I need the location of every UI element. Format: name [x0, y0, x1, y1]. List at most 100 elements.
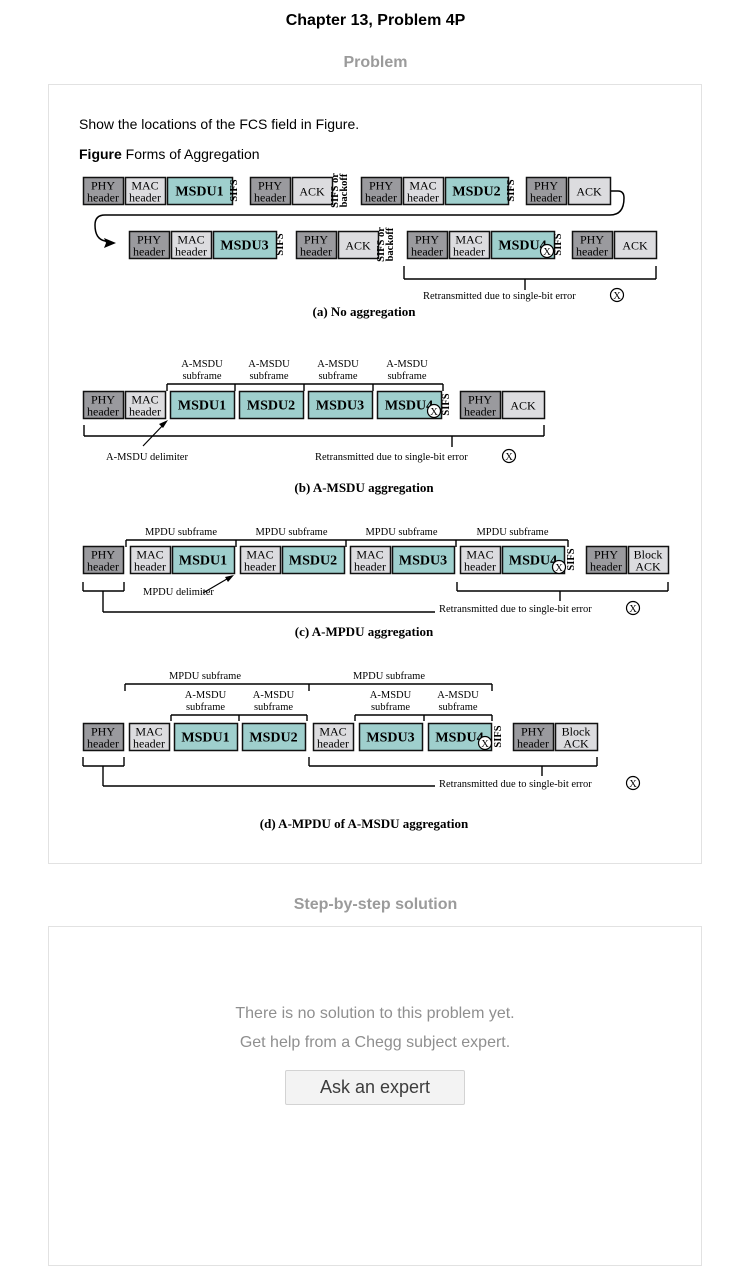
c-phy-header-line2: header [87, 560, 119, 574]
a1-msdu2-label: MSDU2 [452, 185, 500, 200]
figure-title: Forms of Aggregation [125, 146, 260, 162]
a-retransmitted: Retransmitted due to single-bit error [423, 291, 576, 302]
a2-mac-header-2-line1: MAC [455, 233, 482, 247]
c-phy-header-2 [585, 545, 628, 575]
a1-msdu1 [166, 176, 234, 206]
c-mac-header-3 [349, 545, 392, 575]
d-msdu4-label: MSDU4 [435, 731, 483, 746]
caption-c: (c) A-MPDU aggregation [295, 624, 434, 639]
b-msdu2 [238, 390, 305, 420]
c-mpdu-subframe-4: MPDU subframe [476, 527, 548, 538]
figure-label: Figure [79, 146, 122, 162]
d-msdu3-label: MSDU3 [366, 731, 414, 746]
a1-mac-header-2 [402, 176, 445, 206]
d-msdu1 [173, 722, 239, 752]
a2-msdu3-label: MSDU3 [220, 239, 268, 254]
c-error-icon-x: X [555, 563, 563, 574]
d-phy-header-2-line2: header [517, 737, 549, 751]
caption-d: (d) A-MPDU of A-MSDU aggregation [260, 816, 469, 831]
c-phy-header-2-line2: header [590, 560, 622, 574]
a2-ack-label: ACK [345, 239, 371, 253]
d-block-ack-line2: ACK [563, 737, 589, 751]
c-mac-header-3-line2: header [354, 560, 386, 574]
c-msdu1-label: MSDU1 [179, 554, 227, 569]
b-subframe-1-line2: subframe [182, 371, 221, 382]
d-mac-header [128, 722, 171, 752]
a2-error-icon [539, 243, 555, 259]
b-delimiter-arrowhead [159, 420, 168, 428]
a1-ack [291, 176, 334, 206]
a1-phy-header-3-line1: PHY [369, 179, 393, 193]
d-block-ack [554, 722, 599, 752]
b-msdu4-label: MSDU4 [385, 399, 433, 414]
d-amsdu-subframe-2-line1: A-MSDU [253, 690, 295, 701]
d-error-icon-x: X [481, 739, 489, 750]
d-msdu3 [358, 722, 424, 752]
no-solution-message: There is no solution to this problem yet… [235, 1005, 515, 1022]
d-retransmitted-icon [625, 775, 641, 791]
caption-a: (a) No aggregation [312, 304, 416, 319]
b-error-icon [426, 403, 442, 419]
d-amsdu-subframe-1-line1: A-MSDU [185, 690, 227, 701]
d-amsdu-subframe-2-line2: subframe [254, 702, 293, 713]
b-amsdu-delimiter: A-MSDU delimiter [106, 452, 188, 463]
d-phy-header [82, 722, 125, 752]
a1-mac-header-line2: header [129, 191, 161, 205]
b-ack-label: ACK [510, 399, 536, 413]
b-msdu1 [169, 390, 236, 420]
b-msdu3-label: MSDU3 [316, 399, 364, 414]
a2-ack-2 [613, 230, 658, 260]
b-error-icon-x: X [430, 407, 438, 418]
b-mac-header-line2: header [129, 405, 161, 419]
b-subframe-4-line2: subframe [387, 371, 426, 382]
c-mac-header-2-line1: MAC [246, 548, 273, 562]
a2-phy-header-3-line2: header [411, 245, 443, 259]
d-error-icon [477, 735, 493, 751]
a1-ack-label: ACK [299, 185, 325, 199]
b-phy-header-2-line2: header [464, 405, 496, 419]
wrap-arrow-line [94, 190, 625, 244]
b-subframe-4-line1: A-MSDU [386, 359, 428, 370]
c-msdu3-label: MSDU3 [399, 554, 447, 569]
a2-mac-header-2-line2: header [453, 245, 485, 259]
a2-mac-header [170, 230, 213, 260]
a2-mac-header-line1: MAC [177, 233, 204, 247]
a2-phy-header-4 [571, 230, 614, 260]
ask-expert-button[interactable]: Ask an expert [285, 1070, 465, 1105]
b-phy-header-2-line1: PHY [468, 393, 492, 407]
c-retransmitted-icon [625, 600, 641, 616]
page-title: Chapter 13, Problem 4P [285, 12, 466, 29]
d-mac-header-2 [312, 722, 355, 752]
d-amsdu-subframe-4-line1: A-MSDU [437, 690, 479, 701]
a1-sifs-2: SIFS [506, 179, 517, 201]
b-subframe-1-line1: A-MSDU [181, 359, 223, 370]
c-mac-header-line1: MAC [136, 548, 163, 562]
d-mpdu-subframe-1: MPDU subframe [169, 671, 241, 682]
b-phy-header-line2: header [87, 405, 119, 419]
d-phy-header-2 [512, 722, 555, 752]
c-block-ack-line2: ACK [635, 560, 661, 574]
d-msdu2 [241, 722, 307, 752]
b-retransmitted-icon-x: X [505, 452, 513, 463]
c-mpdu-subframe-3: MPDU subframe [365, 527, 437, 538]
a1-phy-header-4-line1: PHY [534, 179, 558, 193]
a2-mac-header-2 [448, 230, 491, 260]
a1-msdu1-label: MSDU1 [175, 185, 223, 200]
c-mac-header-4 [459, 545, 502, 575]
c-error-icon [551, 559, 567, 575]
a2-ack [337, 230, 380, 260]
b-ack [501, 390, 546, 420]
a2-sifs: SIFS [275, 233, 286, 255]
a1-phy-header-3-line2: header [365, 191, 397, 205]
a2-phy-header-4-line2: header [576, 245, 608, 259]
c-phy-header [82, 545, 125, 575]
figure-caption: Figure Forms of Aggregation [79, 146, 260, 162]
d-msdu1-label: MSDU1 [181, 731, 229, 746]
b-subframe-3-line2: subframe [318, 371, 357, 382]
b-subframe-2-line1: A-MSDU [248, 359, 290, 370]
a2-phy-header-2-line1: PHY [304, 233, 328, 247]
d-mpdu-subframe-2: MPDU subframe [353, 671, 425, 682]
a1-phy-header-2-line1: PHY [258, 179, 282, 193]
b-subframe-2-line2: subframe [249, 371, 288, 382]
b-msdu1-label: MSDU1 [178, 399, 226, 414]
